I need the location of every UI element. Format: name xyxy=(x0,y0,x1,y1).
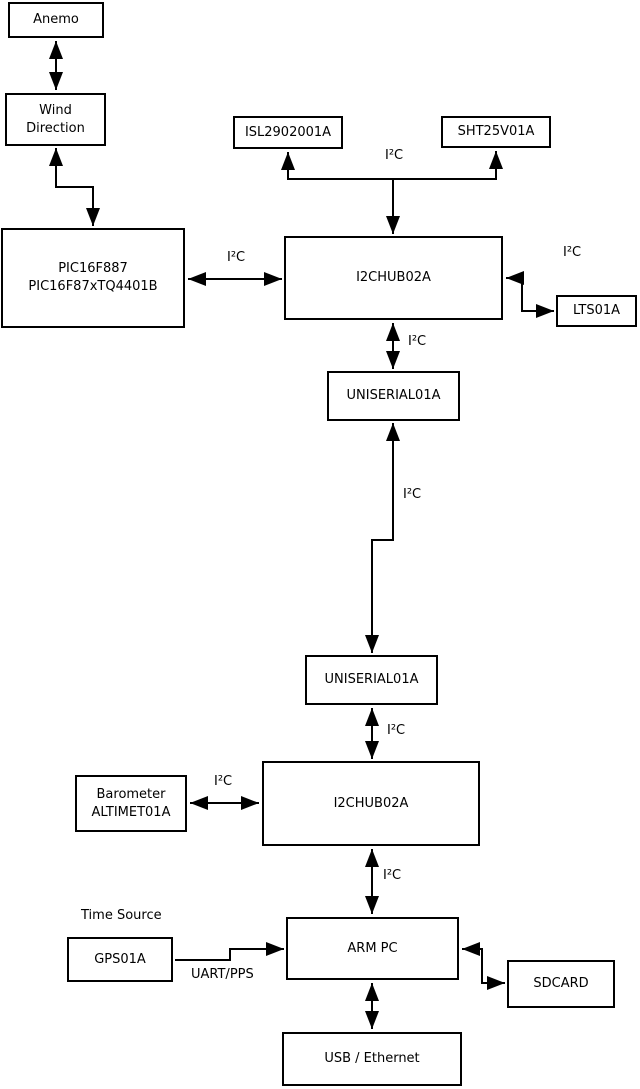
node-pic16f887: PIC16F887 PIC16F87xTQ4401B xyxy=(1,228,185,328)
node-i2chub02a-top-label: I2CHUB02A xyxy=(356,270,431,286)
node-sdcard-label: SDCARD xyxy=(533,976,589,992)
label-i2c-uniserial-hub: I²C xyxy=(387,723,406,738)
node-arm-pc: ARM PC xyxy=(286,917,459,980)
node-uniserial01a-bottom-label: UNISERIAL01A xyxy=(324,672,419,688)
node-barometer-altimet01a-label: Barometer ALTIMET01A xyxy=(91,786,171,820)
label-i2c-pic-hub: I²C xyxy=(227,250,246,265)
node-lts01a-label: LTS01A xyxy=(572,303,621,319)
node-wind-direction: Wind Direction xyxy=(5,93,106,146)
node-sdcard: SDCARD xyxy=(507,960,615,1008)
node-uniserial01a-top: UNISERIAL01A xyxy=(327,371,460,421)
node-sht25v01a-label: SHT25V01A xyxy=(457,124,535,140)
label-i2c-hub-armpc: I²C xyxy=(383,868,402,883)
edge-armpc-sdcard xyxy=(462,942,505,990)
node-anemo-label: Anemo xyxy=(33,12,79,28)
edge-i2chub-top-lts xyxy=(506,271,554,318)
node-pic16f887-label: PIC16F887 PIC16F87xTQ4401B xyxy=(28,261,158,294)
label-i2c-hub-uniserial: I²C xyxy=(408,334,427,349)
node-isl2902001a: ISL2902001A xyxy=(233,116,343,149)
node-i2chub02a-bottom-label: I2CHUB02A xyxy=(333,795,409,811)
node-gps01a-label: GPS01A xyxy=(94,951,146,967)
node-arm-pc-label: ARM PC xyxy=(347,940,398,956)
label-i2c-uniserial-link: I²C xyxy=(403,487,422,502)
node-uniserial01a-top-label: UNISERIAL01A xyxy=(346,388,441,404)
node-usb-ethernet: USB / Ethernet xyxy=(282,1032,462,1086)
node-gps01a: GPS01A xyxy=(67,937,173,982)
node-sht25v01a: SHT25V01A xyxy=(441,116,551,148)
node-i2chub02a-top: I2CHUB02A xyxy=(284,236,503,320)
label-i2c-isl-sht: I²C xyxy=(385,148,404,163)
node-i2chub02a-bottom: I2CHUB02A xyxy=(262,761,480,846)
edge-winddirection-pic xyxy=(49,148,100,226)
label-uart-pps: UART/PPS xyxy=(191,967,254,982)
node-wind-direction-label: Wind Direction xyxy=(26,102,85,136)
node-barometer-altimet01a: Barometer ALTIMET01A xyxy=(75,775,187,832)
node-lts01a: LTS01A xyxy=(556,295,637,327)
label-time-source: Time Source xyxy=(81,908,162,923)
node-isl2902001a-label: ISL2902001A xyxy=(244,124,332,140)
node-usb-ethernet-label: USB / Ethernet xyxy=(324,1051,420,1067)
label-i2c-barometer: I²C xyxy=(214,774,233,789)
label-i2c-lts: I²C xyxy=(563,245,582,260)
edge-gps-armpc xyxy=(175,942,284,961)
edge-uniserial-top-uniserial-bottom xyxy=(365,423,400,653)
node-uniserial01a-bottom: UNISERIAL01A xyxy=(305,655,438,705)
node-anemo: Anemo xyxy=(8,2,104,38)
